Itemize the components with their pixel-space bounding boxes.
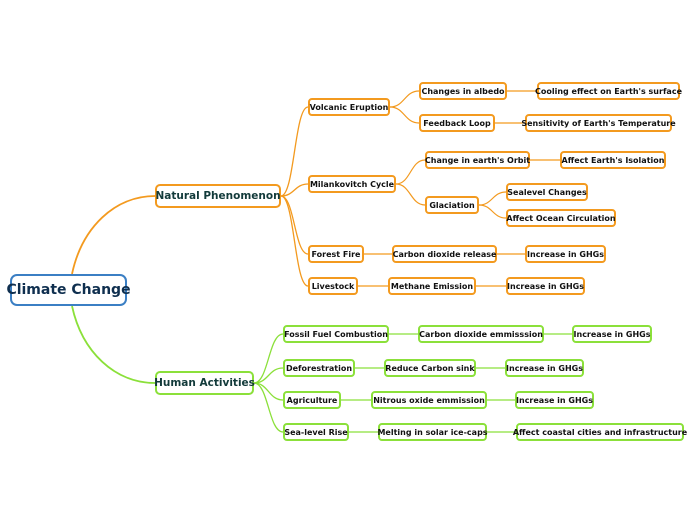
connector-line: [478, 204, 507, 219]
node-affect-coastal-cities[interactable]: Affect coastal cities and infrastructure: [513, 423, 687, 441]
connector-line: [395, 159, 426, 185]
node-cooling-effect[interactable]: Cooling effect on Earth's surface: [535, 82, 682, 100]
connector-line: [71, 195, 156, 275]
node-milankovitch-cycle[interactable]: Milankovitch Cycle: [308, 175, 396, 193]
node-volcanic-eruption[interactable]: Volcanic Eruption: [308, 98, 390, 116]
node-nitrous-oxide-emission[interactable]: Nitrous oxide emmission: [371, 391, 487, 409]
node-carbon-dioxide-emission[interactable]: Carbon dioxide emmisssion: [418, 325, 544, 343]
node-reduce-carbon-sink[interactable]: Reduce Carbon sink: [384, 359, 476, 377]
node-increase-in-ghgs[interactable]: Increase in GHGs: [515, 391, 594, 409]
node-increase-in-ghgs[interactable]: Increase in GHGs: [506, 277, 585, 295]
node-methane-emission[interactable]: Methane Emission: [388, 277, 476, 295]
branch-human-activities[interactable]: Human Activities: [154, 371, 255, 395]
connector-line: [395, 183, 426, 206]
node-change-in-earth-orbit[interactable]: Change in earth's Orbit: [425, 151, 530, 169]
connector-line: [389, 90, 420, 108]
node-affect-ocean-circulation[interactable]: Affect Ocean Circulation: [506, 209, 616, 227]
connector-line: [280, 106, 309, 197]
node-forest-fire[interactable]: Forest Fire: [308, 245, 364, 263]
node-fossil-fuel-combustion[interactable]: Fossil Fuel Combustion: [283, 325, 389, 343]
root-node[interactable]: Climate Change: [6, 274, 131, 306]
connector-line: [478, 191, 507, 206]
node-sea-level-rise[interactable]: Sea-level Rise: [283, 423, 349, 441]
node-increase-in-ghgs[interactable]: Increase in GHGs: [525, 245, 606, 263]
connector-line: [280, 195, 309, 287]
node-melting-in-solar-ice-caps[interactable]: Melting in solar ice-caps: [377, 423, 488, 441]
node-sensitivity-of-earth-temperature[interactable]: Sensitivity of Earth's Temperature: [521, 114, 676, 132]
node-agriculture[interactable]: Agriculture: [283, 391, 341, 409]
node-feedback-loop[interactable]: Feedback Loop: [419, 114, 495, 132]
branch-natural-phenomenon[interactable]: Natural Phenomenon: [155, 184, 281, 208]
connector-line: [253, 382, 284, 433]
connector-line: [389, 106, 420, 124]
connector-line: [253, 367, 284, 384]
node-increase-in-ghgs[interactable]: Increase in GHGs: [505, 359, 584, 377]
connector-line: [71, 305, 156, 384]
node-sealevel-changes[interactable]: Sealevel Changes: [506, 183, 588, 201]
connector-line: [253, 333, 284, 384]
node-affect-earth-isolation[interactable]: Affect Earth's Isolation: [560, 151, 666, 169]
node-deforestation[interactable]: Deforestration: [283, 359, 355, 377]
node-increase-in-ghgs[interactable]: Increase in GHGs: [572, 325, 652, 343]
node-changes-in-albedo[interactable]: Changes in albedo: [419, 82, 507, 100]
node-carbon-dioxide-release[interactable]: Carbon dioxide release: [392, 245, 497, 263]
node-livestock[interactable]: Livestock: [308, 277, 358, 295]
node-glaciation[interactable]: Glaciation: [425, 196, 479, 214]
connector-line: [280, 183, 309, 197]
